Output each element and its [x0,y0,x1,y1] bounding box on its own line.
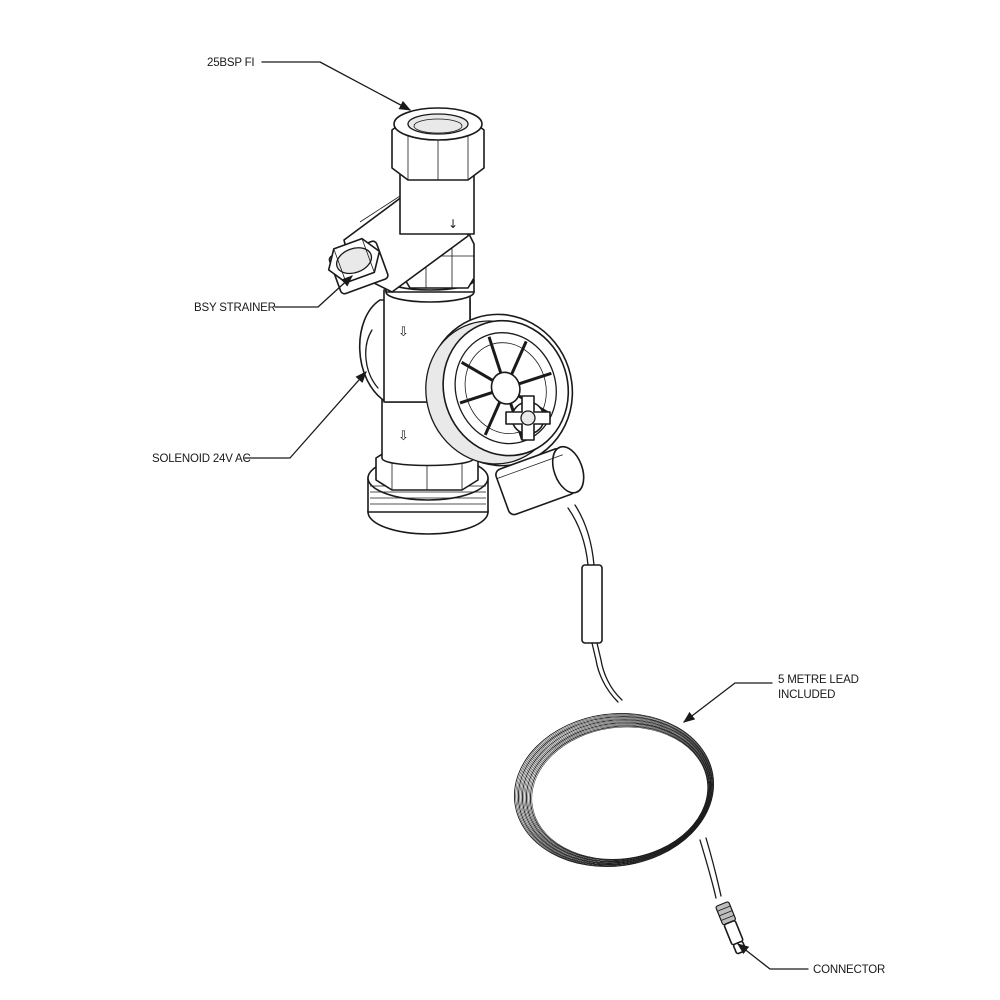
coil-ring [529,725,709,861]
label-solenoid: SOLENOID 24V AC [152,453,251,465]
coil-ring [527,723,710,862]
coil-ring [520,718,712,864]
coil-ring [525,722,710,862]
label-lead-line1: 5 METRE LEAD [778,674,859,686]
callout-labels: 25BSP FI BSY STRAINER SOLENOID 24V AC 5 … [152,57,885,976]
inlet-nut [391,107,485,181]
coil-ring [524,721,711,863]
coil-ring [515,714,714,867]
leader-lines [244,61,809,970]
bonnet-spoke [518,371,552,386]
coil-ring [517,716,713,866]
label-lead-line2: INCLUDED [778,689,835,701]
coil-ring [513,713,715,867]
coil-ring [531,726,708,860]
coil-ring [516,715,713,866]
coil-ring [528,724,709,861]
bonnet-spoke [483,401,502,436]
bonnet [425,313,574,467]
bonnet-spoke [460,361,494,382]
svg-text:↓: ↓ [448,217,458,231]
label-inlet: 25BSP FI [207,57,254,69]
cable [567,504,722,899]
coil-ring [523,720,711,863]
svg-text:⇩: ⇩ [398,325,409,340]
connector-plug [715,901,747,955]
valve-body: ⇩ ⇩ ↓ [327,107,489,535]
coiled-lead [513,713,715,867]
solenoid-coil [495,445,585,516]
label-strainer: BSY STRAINER [194,302,276,314]
outlet-thread [367,447,489,535]
coil-ring [521,719,712,864]
svg-text:⇩: ⇩ [398,429,409,444]
label-connector: CONNECTOR [813,964,885,976]
bonnet-spoke [487,336,503,374]
bonnet-spoke [459,391,493,405]
coil-ring [519,717,712,865]
bonnet-spoke [510,340,528,375]
